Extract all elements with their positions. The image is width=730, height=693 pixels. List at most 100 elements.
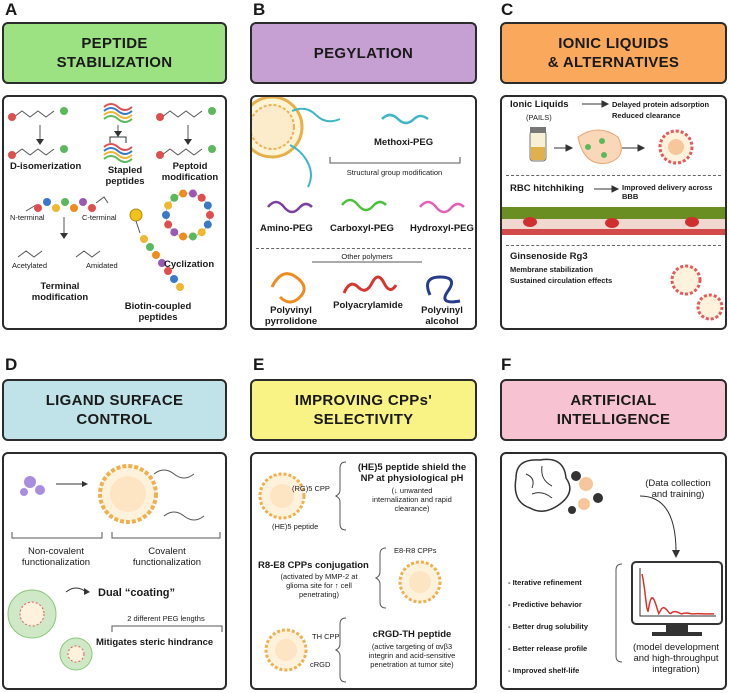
label-delayed-adsorption: Delayed protein adsorption bbox=[612, 100, 710, 109]
label-reduced-clearance: Reduced clearance bbox=[612, 111, 681, 120]
panel-e-body: (RG)5 CPP (HE)5 peptide (HE)5 peptide sh… bbox=[250, 452, 477, 690]
panel-title-d: LIGAND SURFACE CONTROL bbox=[2, 379, 227, 441]
label-th-cpp: TH CPP bbox=[312, 632, 340, 641]
label-n-terminal: N-terminal bbox=[10, 213, 45, 222]
ai-item-4: - Improved shelf-life bbox=[508, 666, 580, 675]
amino-acid-bead bbox=[170, 193, 179, 202]
label-mitigates: Mitigates steric hindrance bbox=[96, 637, 214, 648]
label-polyvinyl-alcohol: Polyvinyl alcohol bbox=[421, 305, 463, 327]
amino-acid-bead bbox=[52, 204, 60, 212]
amino-acid-bead bbox=[70, 204, 78, 212]
panel-d-body: Non-covalent functionalization Covalent … bbox=[2, 452, 227, 690]
amino-acid-bead bbox=[176, 283, 184, 291]
label-crgd-title: cRGD-TH peptide bbox=[372, 629, 452, 640]
gear-icon bbox=[568, 471, 603, 514]
label-rg5-cpp: (RG)5 CPP bbox=[292, 484, 330, 493]
amino-acid-bead bbox=[164, 201, 173, 210]
label-covalent: Covalent functionalization bbox=[132, 546, 202, 568]
label-membrane-stabilization: Membrane stabilization bbox=[510, 265, 593, 274]
polymer-illustrations bbox=[252, 97, 465, 304]
ai-item-2: - Better drug solubility bbox=[508, 622, 589, 631]
ai-item-3: - Better release profile bbox=[508, 644, 588, 653]
amino-acid-bead bbox=[188, 189, 197, 198]
amino-acid-bead bbox=[197, 193, 206, 202]
amino-acid-bead bbox=[88, 204, 96, 212]
amino-acid-bead bbox=[140, 235, 148, 243]
peptide-illustrations bbox=[8, 103, 216, 291]
amino-acid-bead bbox=[34, 204, 42, 212]
label-polyvinyl-pyrrolidone: Polyvinyl pyrrolidone bbox=[264, 305, 318, 327]
label-amino-peg: Amino-PEG bbox=[260, 223, 313, 234]
panel-letter-d: D bbox=[5, 355, 18, 374]
amino-acid-bead bbox=[79, 198, 87, 206]
label-rbc-hitchhiking: RBC hitchhiking bbox=[510, 183, 584, 194]
amino-acid-bead bbox=[146, 243, 154, 251]
ai-illustrations bbox=[514, 458, 723, 663]
panel-letter-a: A bbox=[5, 0, 18, 19]
ionic-liquid-illustrations bbox=[502, 100, 725, 321]
panel-title-f: ARTIFICIAL INTELLIGENCE bbox=[500, 379, 727, 441]
label-terminal-modification: Terminal modification bbox=[31, 281, 89, 303]
amino-acid-bead bbox=[164, 267, 172, 275]
panel-letter-e: E bbox=[253, 355, 265, 374]
amino-acid-bead bbox=[188, 232, 197, 241]
amino-acid-bead bbox=[203, 201, 212, 210]
panel-title-e: IMPROVING CPPs' SELECTIVITY bbox=[250, 379, 477, 441]
label-polyacrylamide: Polyacrylamide bbox=[333, 300, 403, 311]
label-improved-delivery: Improved delivery across BBB bbox=[622, 183, 713, 201]
amino-acid-bead bbox=[43, 198, 51, 206]
label-crgd-desc: (active targeting of αvβ3 integrin and a… bbox=[368, 642, 456, 669]
amino-acid-bead bbox=[61, 198, 69, 206]
amino-acid-bead bbox=[162, 211, 170, 219]
panel-c-body: Ionic Liquids (PAILS) Delayed protein ad… bbox=[500, 95, 727, 330]
label-dual-coating: Dual “coating” bbox=[98, 587, 176, 599]
panel-b-body: Methoxi-PEG Structural group modificatio… bbox=[250, 95, 477, 330]
ai-item-0: - Iterative refinement bbox=[508, 578, 582, 587]
label-other-polymers: Other polymers bbox=[341, 252, 393, 261]
label-biotin-coupled: Biotin-coupled peptides bbox=[124, 301, 192, 323]
label-e8r8: E8-R8 CPPs bbox=[394, 546, 437, 555]
label-model-development: (model development and high-throughput i… bbox=[632, 642, 720, 675]
label-r8e8-desc: (activated by MMP-2 at glioma site for ↑… bbox=[280, 572, 358, 599]
panel-letter-b: B bbox=[253, 0, 266, 19]
label-c-terminal: C-terminal bbox=[82, 213, 117, 222]
label-structural-group: Structural group modification bbox=[346, 168, 443, 177]
panel-title-c: IONIC LIQUIDS & ALTERNATIVES bbox=[500, 22, 727, 84]
label-ionic-liquids: Ionic Liquids bbox=[510, 99, 569, 110]
label-crgd: cRGD bbox=[310, 660, 331, 669]
label-d-isomerization: D-isomerization bbox=[10, 161, 82, 172]
panel-letter-f: F bbox=[501, 355, 512, 374]
ai-item-1: - Predictive behavior bbox=[508, 600, 582, 609]
panel-a-body: D-isomerization Stapled peptides Peptoid… bbox=[2, 95, 227, 330]
ligand-illustrations bbox=[7, 464, 223, 671]
label-r8e8-title: R8-E8 CPPs conjugation bbox=[258, 560, 369, 571]
amino-acid-bead bbox=[203, 220, 212, 229]
label-carboxyl-peg: Carboxyl-PEG bbox=[330, 223, 394, 234]
amino-acid-bead bbox=[152, 251, 160, 259]
label-he5-peptide-small: (HE)5 peptide bbox=[272, 522, 319, 531]
signal-curve bbox=[641, 573, 715, 616]
label-sustained-circulation: Sustained circulation effects bbox=[510, 276, 613, 285]
label-amidated: Amidated bbox=[86, 261, 118, 270]
amino-acid-bead bbox=[197, 228, 206, 237]
amino-acid-bead bbox=[179, 232, 188, 241]
label-stapled-peptides: Stapled peptides bbox=[105, 165, 145, 187]
pegylated-nanoparticle bbox=[252, 97, 341, 188]
panel-title-b: PEGYLATION bbox=[250, 22, 477, 84]
monitor-icon bbox=[631, 561, 723, 636]
label-acetylated: Acetylated bbox=[12, 261, 48, 270]
brain-icon bbox=[514, 458, 571, 512]
amino-acid-bead bbox=[170, 275, 178, 283]
panel-title-a: PEPTIDE STABILIZATION bbox=[2, 22, 227, 84]
label-he5-title: (HE)5 peptide shield the NP at physiolog… bbox=[357, 462, 467, 484]
amino-acid-bead bbox=[170, 228, 179, 237]
panel-f-body: (Data collection and training) - Iterati… bbox=[500, 452, 727, 690]
panel-letter-c: C bbox=[501, 0, 514, 19]
label-pails: (PAILS) bbox=[526, 113, 552, 122]
label-peptoid-modification: Peptoid modification bbox=[161, 161, 219, 183]
label-ginsenoside: Ginsenoside Rg3 bbox=[510, 251, 588, 262]
amino-acid-bead bbox=[206, 211, 214, 219]
amino-acid-bead bbox=[158, 259, 166, 267]
amino-acid-bead bbox=[179, 189, 188, 198]
label-hydroxyl-peg: Hydroxyl-PEG bbox=[410, 223, 474, 234]
